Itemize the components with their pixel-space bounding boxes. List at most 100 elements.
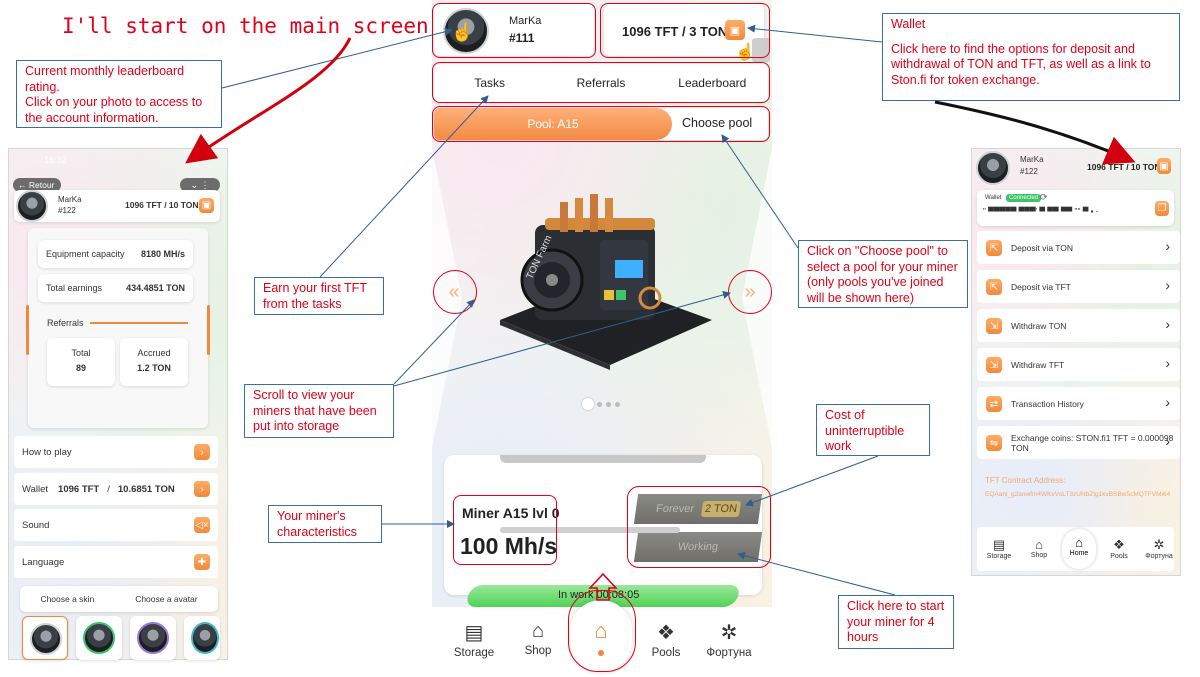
nav-fortune[interactable]: ✲ Фортуна xyxy=(700,620,758,659)
main-tabs: Tasks Referrals Leaderboard xyxy=(434,64,768,102)
skin-avatar xyxy=(30,623,62,655)
fortune-wheel-icon: ✲ xyxy=(720,622,738,644)
skin-list xyxy=(20,614,220,660)
note-tasks: Earn your first TFT from the tasks xyxy=(254,277,384,315)
withdraw-icon: ⇲ xyxy=(986,318,1002,334)
nav-home[interactable]: ⌂Home xyxy=(1062,529,1096,569)
carousel-dot-active[interactable] xyxy=(582,398,594,410)
avatar[interactable] xyxy=(976,151,1010,185)
wallet-icon[interactable]: ▣ xyxy=(725,20,745,40)
contract-address[interactable]: EQAanl_g2anwfm4WKvVsLT3zUNbZtg1kvBSBw5cM… xyxy=(985,491,1171,498)
miner-info-panel xyxy=(444,455,762,595)
nav-storage[interactable]: ▤Storage xyxy=(982,537,1016,560)
pools-icon: ❖ xyxy=(1113,537,1125,552)
tutorial-title: I'll start on the main screen xyxy=(62,14,429,38)
home-icon: ⌂ xyxy=(1075,535,1083,550)
exchange-coins-row[interactable]: ⇋ Exchange coins: STON.fi1 TFT = 0.00009… xyxy=(977,426,1180,459)
chevron-right-icon: › xyxy=(1165,277,1170,293)
sound-row[interactable]: Sound ◁× xyxy=(14,509,218,541)
copy-icon[interactable]: ❐ xyxy=(1155,201,1169,216)
language-row[interactable]: Language ✚ xyxy=(14,546,218,578)
highlight-forever-working xyxy=(627,486,771,568)
storage-icon: ▤ xyxy=(464,622,484,644)
note-start: Click here to start your miner for 4 hou… xyxy=(838,595,954,649)
highlight-pool xyxy=(432,106,770,142)
highlight-profile xyxy=(432,3,596,58)
wallet-icon[interactable]: ▣ xyxy=(199,198,214,213)
up-arrow-icon xyxy=(588,572,618,601)
hand-pointer-icon: ☝ xyxy=(451,22,474,42)
withdraw-icon: ⇲ xyxy=(986,357,1002,373)
highlight-home xyxy=(568,590,636,672)
choose-pool-button[interactable]: Choose pool xyxy=(682,116,753,130)
tab-tasks[interactable]: Tasks xyxy=(474,76,505,90)
user-rank: #122 xyxy=(58,206,76,215)
nav-shop[interactable]: ⌂Shop xyxy=(1022,537,1056,559)
exchange-icon: ⇋ xyxy=(986,435,1002,451)
flag-icon: ✚ xyxy=(194,554,210,570)
connected-badge: Connected xyxy=(1006,194,1042,202)
skin-option[interactable] xyxy=(184,616,220,660)
skin-option[interactable] xyxy=(76,616,122,660)
wallet-icon[interactable]: ▣ xyxy=(1157,158,1171,174)
chevron-right-icon: › xyxy=(194,444,210,460)
avatar[interactable] xyxy=(16,190,48,222)
highlight-right-arrow xyxy=(728,270,772,314)
panel-handle xyxy=(500,455,706,463)
deposit-tft-row[interactable]: ⇱ Deposit via TFT› xyxy=(977,270,1180,303)
wallet-label: Wallet xyxy=(985,195,1002,201)
deposit-icon: ⇱ xyxy=(986,240,1002,256)
nav-storage[interactable]: ▤ Storage xyxy=(448,620,500,659)
chevron-right-icon: › xyxy=(1165,238,1170,254)
balance: 1096 TFT / 10 TON xyxy=(1087,162,1161,172)
highlight-tabs xyxy=(432,62,770,103)
nav-shop[interactable]: ⌂ Shop xyxy=(512,620,564,657)
nav-pools[interactable]: ❖Pools xyxy=(1102,537,1136,560)
nav-fortune[interactable]: ✲Фортуна xyxy=(1140,537,1178,560)
balance: 1096 TFT / 3 TON xyxy=(622,24,728,39)
chevron-right-icon: › xyxy=(1165,433,1170,449)
skin-avatar xyxy=(137,622,169,654)
transaction-history-row[interactable]: ⇄ Transaction History› xyxy=(977,387,1180,420)
carousel-dot[interactable] xyxy=(606,402,611,407)
user-rank: #122 xyxy=(1020,167,1038,176)
chevron-right-icon: › xyxy=(1165,316,1170,332)
tab-choose-skin[interactable]: Choose a skin xyxy=(40,594,95,604)
skin-option[interactable] xyxy=(130,616,176,660)
withdraw-ton-row[interactable]: ⇲ Withdraw TON› xyxy=(977,309,1180,342)
carousel-dot[interactable] xyxy=(597,402,602,407)
wallet-row[interactable]: Wallet 1096 TFT / 10.6851 TON › xyxy=(14,473,218,505)
skin-option[interactable] xyxy=(22,616,68,660)
deposit-ton-row[interactable]: ⇱ Deposit via TON› xyxy=(977,231,1180,264)
note-wallet: Wallet Click here to find the options fo… xyxy=(882,13,1180,101)
skin-avatar xyxy=(191,622,219,654)
nav-pools[interactable]: ❖ Pools xyxy=(640,620,692,659)
withdraw-tft-row[interactable]: ⇲ Withdraw TFT› xyxy=(977,348,1180,381)
tab-choose-avatar[interactable]: Choose a avatar xyxy=(135,594,198,604)
home-active-dot xyxy=(598,650,604,656)
disconnect-icon[interactable]: ⟳ xyxy=(1040,192,1048,202)
tab-leaderboard[interactable]: Leaderboard xyxy=(678,76,747,90)
panel-divider xyxy=(500,527,680,533)
back-button[interactable]: ← Retour xyxy=(13,178,61,192)
miner-name: Miner A15 lvl 0 xyxy=(462,505,560,521)
tab-referrals[interactable]: Referrals xyxy=(576,76,626,90)
history-icon: ⇄ xyxy=(986,396,1002,412)
note-leaderboard: Current monthly leaderboard rating. Clic… xyxy=(16,60,222,128)
account-header xyxy=(14,190,220,222)
chevron-right-icon: › xyxy=(194,481,210,497)
fortune-wheel-icon: ✲ xyxy=(1153,537,1165,552)
referrals-divider xyxy=(90,322,188,324)
speaker-muted-icon: ◁× xyxy=(194,517,210,533)
how-to-play-row[interactable]: How to play › xyxy=(14,436,218,468)
carousel-dot[interactable] xyxy=(615,402,620,407)
right-accent-bar xyxy=(207,305,210,355)
contract-label: TFT Contract Address: xyxy=(985,476,1066,485)
user-name: MarKa xyxy=(58,195,82,204)
hand-pointer-icon: ☝ xyxy=(735,44,755,61)
menu-chevron-icon[interactable]: ⌄ ⋮ xyxy=(180,178,220,192)
balance: 1096 TFT / 10 TON xyxy=(125,200,199,210)
